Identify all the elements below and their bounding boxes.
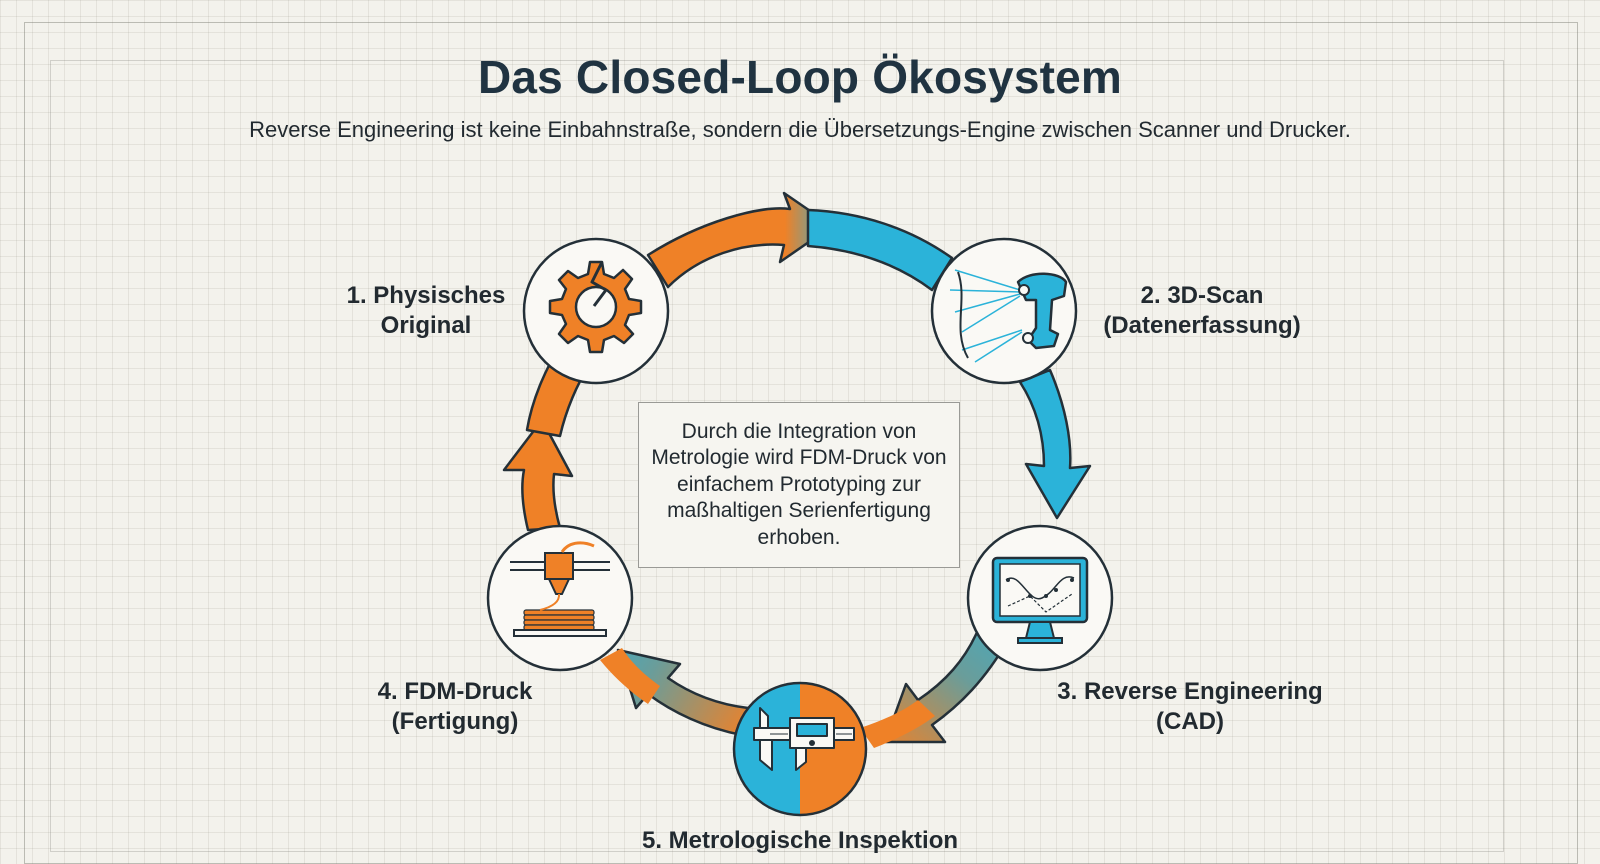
step-label-5: 5. Metrologische Inspektion — [620, 826, 980, 856]
step-circle-4 — [486, 524, 634, 672]
step-circle-1 — [522, 237, 670, 385]
step-1-subtitle: Original — [380, 312, 472, 339]
step-3-title: 3. Reverse Engineering — [1057, 678, 1323, 705]
step-1-title: 1. Physisches — [346, 282, 506, 309]
step-label-3: 3. Reverse Engineering (CAD) — [1040, 677, 1340, 737]
page-subtitle: Reverse Engineering ist keine Einbahnstr… — [249, 117, 1351, 142]
step-circle-3 — [966, 524, 1114, 672]
arc-fdm-to-bottom — [600, 648, 660, 704]
step-circle-2 — [930, 237, 1078, 385]
step-4-subtitle: (Fertigung) — [391, 708, 519, 735]
center-note: Durch die Integration von Metrologie wir… — [638, 402, 960, 568]
broken-gear-icon — [548, 260, 643, 354]
step-label-2: 2. 3D-Scan (Datenerfassung) — [1082, 281, 1322, 341]
step-circle-5 — [732, 681, 868, 817]
step-5-title: 5. Metrologische Inspektion — [641, 827, 959, 854]
step-3-subtitle: (CAD) — [1156, 708, 1224, 735]
step-4-title: 4. FDM-Druck — [377, 678, 533, 705]
fdm-printer-icon — [510, 541, 610, 637]
step-label-1: 1. Physisches Original — [336, 281, 516, 341]
caliper-icon — [753, 707, 855, 771]
arrow-scan-to-cad — [1018, 368, 1092, 520]
step-2-subtitle: (Datenerfassung) — [1103, 312, 1301, 339]
arrow-inspect-to-fdm — [616, 648, 750, 737]
arrow-orig-to-scan — [646, 191, 834, 289]
arrow-fdm-to-orig — [502, 418, 574, 532]
step-2-title: 2. 3D-Scan — [1140, 282, 1264, 309]
cad-monitor-icon — [991, 556, 1089, 644]
cycle-ring — [502, 191, 1092, 748]
handheld-scanner-icon — [949, 269, 1068, 363]
arc-scan-top — [806, 208, 954, 292]
step-label-4: 4. FDM-Druck (Fertigung) — [355, 677, 555, 737]
page-title: Das Closed-Loop Ökosystem — [477, 51, 1123, 103]
arc-inspect-right — [860, 700, 935, 748]
